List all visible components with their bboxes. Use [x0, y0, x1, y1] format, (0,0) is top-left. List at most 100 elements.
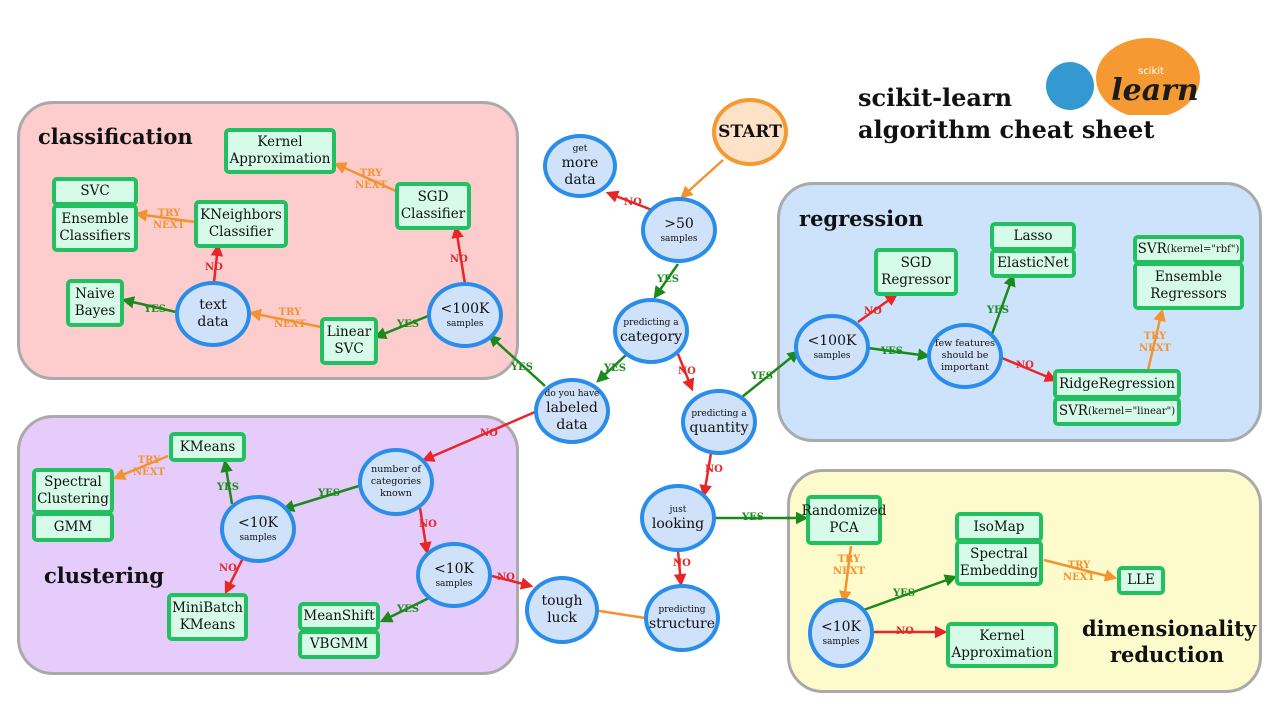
node-clu10ka-big: <10K	[237, 514, 278, 531]
label-regression: regression	[799, 206, 924, 231]
node-dimensionality-10k[interactable]: <10K samples	[808, 598, 874, 668]
node-samples-50[interactable]: >50 samples	[641, 197, 717, 263]
edge-label-yes: YES	[217, 482, 239, 493]
estimator-kernel-approximation-dimensionality[interactable]: Kernel Approximation	[946, 622, 1058, 668]
estimator-meanshift[interactable]: MeanShift	[298, 602, 380, 631]
node-predicting-structure[interactable]: predicting structure	[644, 584, 720, 652]
node-quantity-big: quantity	[689, 419, 749, 436]
estimator-lasso[interactable]: Lasso	[990, 222, 1076, 251]
node-dim10k-big: <10K	[820, 618, 861, 635]
edge-label-yes: YES	[657, 274, 679, 285]
edge-label-no: NO	[205, 262, 223, 273]
node-regression-100k[interactable]: <100K samples	[794, 314, 870, 380]
next-text: NEXT	[1139, 343, 1171, 354]
edge-linearsvc-text	[248, 308, 322, 329]
edge-kneighbors-ensemble	[134, 209, 196, 224]
edge-cls100k-linearsvc	[373, 314, 429, 340]
node-text-big: text data	[197, 297, 229, 330]
next-text: NEXT	[355, 180, 387, 191]
try-text: TRY	[1143, 331, 1167, 342]
node-quantity-small: predicting a	[691, 408, 747, 419]
node-labeled-data[interactable]: do you have labeled data	[534, 378, 610, 444]
edge-clu10kb-meanshift	[379, 594, 434, 623]
edge-label-yes: YES	[397, 319, 419, 330]
try-text: TRY	[278, 307, 302, 318]
next-text: NEXT	[833, 566, 865, 577]
edge-kmeans-spectral	[112, 454, 169, 480]
estimator-minibatch-kmeans[interactable]: MiniBatch KMeans	[167, 593, 248, 641]
node-few-features[interactable]: few features should be important	[927, 323, 1003, 389]
estimator-svr-rbf[interactable]: SVR(kernel="rbf")	[1133, 235, 1244, 264]
node-structure-big: structure	[649, 615, 715, 632]
edge-labeled-numcat	[421, 410, 536, 462]
estimator-kernel-approximation-classification[interactable]: Kernel Approximation	[224, 128, 336, 174]
edge-label-no: NO	[480, 428, 498, 439]
node-start[interactable]: START	[712, 98, 788, 166]
node-more-data-big: more data	[561, 155, 599, 188]
node-clu10kb-big: <10K	[433, 560, 474, 577]
edge-samples50-category	[653, 263, 680, 300]
estimator-elasticnet[interactable]: ElasticNet	[990, 249, 1076, 278]
node-number-of-categories[interactable]: number of categories known	[358, 448, 434, 516]
node-predicting-quantity[interactable]: predicting a quantity	[681, 389, 757, 455]
estimator-ensemble-regressors[interactable]: Ensemble Regressors	[1133, 262, 1244, 310]
next-text: NEXT	[133, 467, 165, 478]
node-clustering-10k-b[interactable]: <10K samples	[416, 542, 492, 608]
edge-label-no: NO	[896, 626, 914, 637]
estimator-ridge-regression[interactable]: RidgeRegression	[1053, 369, 1181, 399]
svr-rbf-main: SVR	[1137, 241, 1167, 257]
estimator-svc[interactable]: SVC	[52, 177, 138, 206]
estimator-kmeans[interactable]: KMeans	[169, 432, 246, 462]
node-more-data[interactable]: get more data	[543, 134, 617, 198]
edge-labeled-cls100k	[488, 334, 546, 387]
edge-text-kneighbors	[210, 243, 224, 283]
node-numcat-text: number of categories known	[370, 464, 422, 499]
edge-label-no: NO	[419, 519, 437, 530]
node-tough-big: tough luck	[541, 593, 583, 626]
node-text-data[interactable]: text data	[175, 281, 251, 347]
edge-category-quantity	[676, 353, 695, 392]
estimator-sgd-regressor[interactable]: SGD Regressor	[874, 248, 958, 296]
estimator-gmm[interactable]: GMM	[32, 512, 114, 542]
edge-label-yes: YES	[318, 488, 340, 499]
estimator-randomized-pca[interactable]: Randomized PCA	[802, 495, 886, 545]
node-tough-luck[interactable]: tough luck	[525, 576, 599, 644]
node-clustering-10k-a[interactable]: <10K samples	[220, 495, 296, 563]
svr-linear-main: SVR	[1058, 403, 1088, 419]
try-text: TRY	[837, 554, 861, 565]
estimator-spectral-clustering[interactable]: Spectral Clustering	[32, 468, 114, 514]
estimator-vbgmm[interactable]: VBGMM	[298, 630, 380, 659]
estimator-ensemble-classifiers[interactable]: Ensemble Classifiers	[52, 204, 138, 252]
estimator-lle[interactable]: LLE	[1117, 566, 1165, 595]
edge-label-no: NO	[1016, 360, 1034, 371]
edge-clu10kb-tough	[491, 574, 534, 590]
node-clu10ka-small: samples	[239, 532, 277, 543]
estimator-kneighbors-classifier[interactable]: KNeighbors Classifier	[194, 200, 288, 248]
edge-fewfeatures-lasso	[990, 273, 1016, 335]
next-text: NEXT	[274, 319, 306, 330]
estimator-isomap[interactable]: IsoMap	[955, 512, 1043, 542]
estimator-linear-svc[interactable]: Linear SVC	[320, 317, 378, 365]
node-predicting-category[interactable]: predicting a category	[613, 298, 689, 364]
edge-label-yes: YES	[511, 362, 533, 373]
node-just-looking[interactable]: just looking	[640, 484, 716, 552]
next-text: NEXT	[1063, 572, 1095, 583]
edge-spectralemb-lle	[1043, 558, 1118, 582]
estimator-spectral-embedding[interactable]: Spectral Embedding	[955, 540, 1043, 586]
edge-label-yes: YES	[397, 604, 419, 615]
estimator-sgd-classifier[interactable]: SGD Classifier	[395, 182, 471, 230]
estimator-naive-bayes[interactable]: Naive Bayes	[66, 279, 124, 327]
node-classification-100k[interactable]: <100K samples	[427, 282, 503, 348]
next-text: NEXT	[153, 220, 185, 231]
edge-category-labeled	[596, 353, 628, 383]
node-looking-small: just	[669, 504, 687, 515]
node-few-features-text: few features should be important	[934, 338, 996, 373]
edge-label-no: NO	[673, 558, 691, 569]
node-clu10kb-small: samples	[435, 578, 473, 589]
estimator-svr-linear[interactable]: SVR(kernel="linear")	[1053, 397, 1181, 426]
node-reg100k-big: <100K	[807, 332, 857, 349]
